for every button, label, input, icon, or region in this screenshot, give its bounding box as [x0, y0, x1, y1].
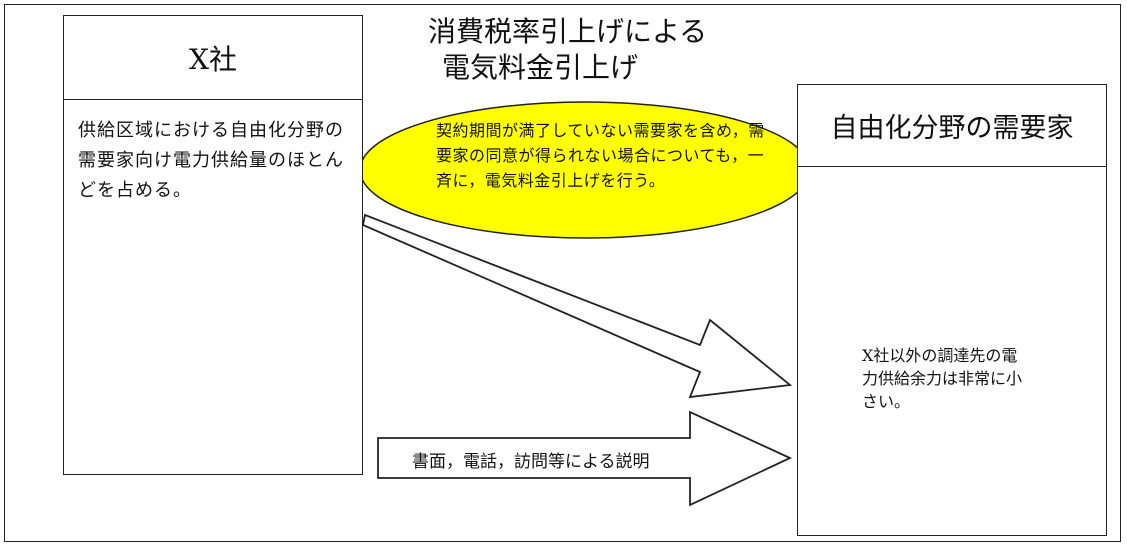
ellipse-note-text: 契約期間が満了していない需要家を含め，需要家の同意が得られない場合についても，一…: [436, 121, 765, 190]
customer-box: 自由化分野の需要家: [797, 84, 1107, 536]
main-title-line1: 消費税率引上げによる: [428, 15, 708, 48]
main-title: 消費税率引上げによる 電気料金引上げ: [428, 14, 707, 86]
main-title-line2: 電気料金引上げ: [442, 51, 639, 84]
explanation-arrow: [377, 410, 793, 507]
company-description: 供給区域における自由化分野の需要家向け電力供給量のほとんどを占める。: [78, 120, 344, 201]
supply-price-arrow: [361, 213, 793, 399]
diagram-frame: [4, 4, 1121, 542]
company-name: X社: [64, 16, 362, 100]
cloud-note-text: X社以外の調達先の電力供給余力は非常に小さい。: [862, 346, 1023, 411]
explanation-arrow-label: 書面，電話，訪問等による説明: [412, 452, 650, 472]
company-box: X社 供給区域における自由化分野の需要家向け電力供給量のほとんどを占める。: [63, 15, 363, 475]
customer-title: 自由化分野の需要家: [798, 85, 1106, 167]
